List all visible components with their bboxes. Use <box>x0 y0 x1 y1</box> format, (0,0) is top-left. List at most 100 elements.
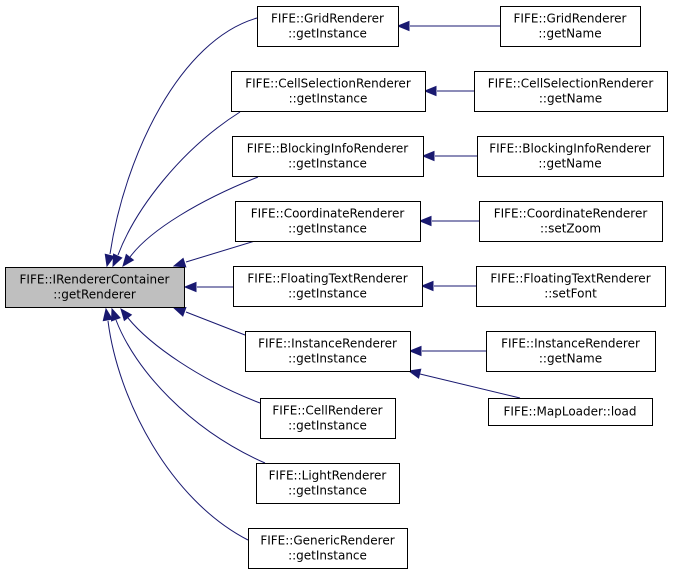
node-box <box>5 267 185 308</box>
node-label-line: FIFE::GenericRenderer <box>260 534 394 548</box>
node-label-line: FIFE::CellSelectionRenderer <box>245 77 411 91</box>
arrowhead <box>420 280 434 292</box>
edge-grid_gn-to-grid_gi <box>396 20 500 32</box>
node-coord-sz[interactable]: FIFE::CoordinateRenderer::setZoom <box>479 201 663 242</box>
node-label-line: FIFE::CoordinateRenderer <box>494 207 648 221</box>
arrowhead <box>172 257 187 268</box>
node-box <box>257 6 399 47</box>
node-box <box>479 201 663 242</box>
node-box <box>232 136 424 177</box>
node-box <box>235 201 421 242</box>
node-label-line: ::getName <box>539 352 602 366</box>
node-box <box>486 331 656 372</box>
node-label-line: FIFE::CellRenderer <box>272 404 382 418</box>
node-label-line: ::getInstance <box>288 287 367 301</box>
arrowhead <box>102 307 114 322</box>
node-label-line: FIFE::FloatingTextRenderer <box>247 272 407 286</box>
arrowhead <box>112 253 123 268</box>
node-box <box>477 136 664 177</box>
node-label-line: ::setZoom <box>540 222 601 236</box>
edge-line <box>107 320 249 541</box>
edge-generic_gi-to-root <box>102 307 249 541</box>
node-label-line: ::getInstance <box>288 352 367 366</box>
node-grid-gi[interactable]: FIFE::GridRenderer::getInstance <box>257 6 399 47</box>
node-box <box>245 331 411 372</box>
arrowhead <box>183 281 197 293</box>
node-label-line: ::getInstance <box>289 92 368 106</box>
node-floating-sf[interactable]: FIFE::FloatingTextRenderer::setFont <box>476 266 666 307</box>
node-label-line: ::getName <box>539 92 602 106</box>
node-label-line: FIFE::InstanceRenderer <box>258 337 397 351</box>
arrowhead <box>423 85 437 97</box>
node-label-line: ::getRenderer <box>53 288 136 302</box>
edge-floating_gi-to-root <box>183 281 233 293</box>
edge-coord_gi-to-root <box>172 240 256 268</box>
node-floating-gi[interactable]: FIFE::FloatingTextRenderer::getInstance <box>233 266 423 307</box>
arrowhead <box>120 307 133 322</box>
node-grid-gn[interactable]: FIFE::GridRenderer::getName <box>500 6 641 47</box>
node-label-line: ::getInstance <box>288 484 367 498</box>
node-box <box>256 463 400 504</box>
node-label-line: ::getInstance <box>288 549 367 563</box>
edge-instance_gn-to-instance_gi <box>408 345 486 357</box>
arrowhead <box>122 253 135 268</box>
edge-floating_sf-to-floating_gi <box>420 280 476 292</box>
node-coord-gi[interactable]: FIFE::CoordinateRenderer::getInstance <box>235 201 421 242</box>
node-label-line: ::getInstance <box>288 157 367 171</box>
arrowhead <box>110 307 121 322</box>
node-label-line: ::getInstance <box>288 222 367 236</box>
edge-line <box>127 317 261 404</box>
arrowhead <box>104 253 115 268</box>
node-label-line: ::getName <box>538 27 601 41</box>
node-box <box>476 266 666 307</box>
edge-coord_sz-to-coord_gi <box>418 215 479 227</box>
arrowhead <box>172 306 187 317</box>
node-box <box>474 71 668 112</box>
edge-cellsel_gi-to-root <box>112 111 241 268</box>
edge-cell_gi-to-root <box>120 307 261 404</box>
edge-line <box>185 311 246 336</box>
node-blocking-gn[interactable]: FIFE::BlockingInfoRenderer::getName <box>477 136 664 177</box>
node-label-line: FIFE::GridRenderer <box>514 12 627 26</box>
node-cellsel-gi[interactable]: FIFE::CellSelectionRenderer::getInstance <box>231 71 426 112</box>
arrowhead <box>418 215 432 227</box>
node-instance-gi[interactable]: FIFE::InstanceRenderer::getInstance <box>245 331 411 372</box>
edge-instance_gi-to-root <box>172 306 246 336</box>
node-generic-gi[interactable]: FIFE::GenericRenderer::getInstance <box>248 528 408 569</box>
node-label-line: ::setFont <box>544 287 597 301</box>
edge-line <box>109 17 258 255</box>
node-label-line: FIFE::IRendererContainer <box>20 273 170 287</box>
edge-grid_gi-to-root <box>104 17 258 268</box>
node-label-line: FIFE::CoordinateRenderer <box>251 207 405 221</box>
node-label-line: FIFE::CellSelectionRenderer <box>488 77 654 91</box>
arrowhead <box>396 20 410 32</box>
node-label-line: FIFE::InstanceRenderer <box>501 337 640 351</box>
node-box <box>488 398 653 426</box>
edge-blocking_gi-to-root <box>122 176 259 268</box>
node-instance-gn[interactable]: FIFE::InstanceRenderer::getName <box>486 331 656 372</box>
edge-line <box>129 176 259 258</box>
arrowhead <box>407 368 422 379</box>
node-label-line: FIFE::LightRenderer <box>269 469 387 483</box>
node-label-line: FIFE::GridRenderer <box>271 12 384 26</box>
node-label-line: FIFE::BlockingInfoRenderer <box>489 142 651 156</box>
node-root[interactable]: FIFE::IRendererContainer::getRenderer <box>5 267 185 308</box>
node-cellsel-gn[interactable]: FIFE::CellSelectionRenderer::getName <box>474 71 668 112</box>
edge-cellsel_gn-to-cellsel_gi <box>423 85 474 97</box>
node-box <box>260 398 396 439</box>
node-label-line: FIFE::FloatingTextRenderer <box>490 272 650 286</box>
node-label-line: ::getInstance <box>288 419 367 433</box>
node-cell-gi[interactable]: FIFE::CellRenderer::getInstance <box>260 398 396 439</box>
node-box <box>231 71 426 112</box>
node-blocking-gi[interactable]: FIFE::BlockingInfoRenderer::getInstance <box>232 136 424 177</box>
node-label-line: FIFE::MapLoader::load <box>504 405 637 419</box>
edge-light_gi-to-root <box>110 307 266 464</box>
edges-layer <box>102 17 521 541</box>
edge-line <box>115 319 266 464</box>
edge-line <box>419 373 521 399</box>
node-light-gi[interactable]: FIFE::LightRenderer::getInstance <box>256 463 400 504</box>
arrowhead <box>408 345 422 357</box>
edge-line <box>117 111 241 256</box>
node-maploader-load[interactable]: FIFE::MapLoader::load <box>488 398 653 426</box>
node-label-line: ::getInstance <box>288 27 367 41</box>
